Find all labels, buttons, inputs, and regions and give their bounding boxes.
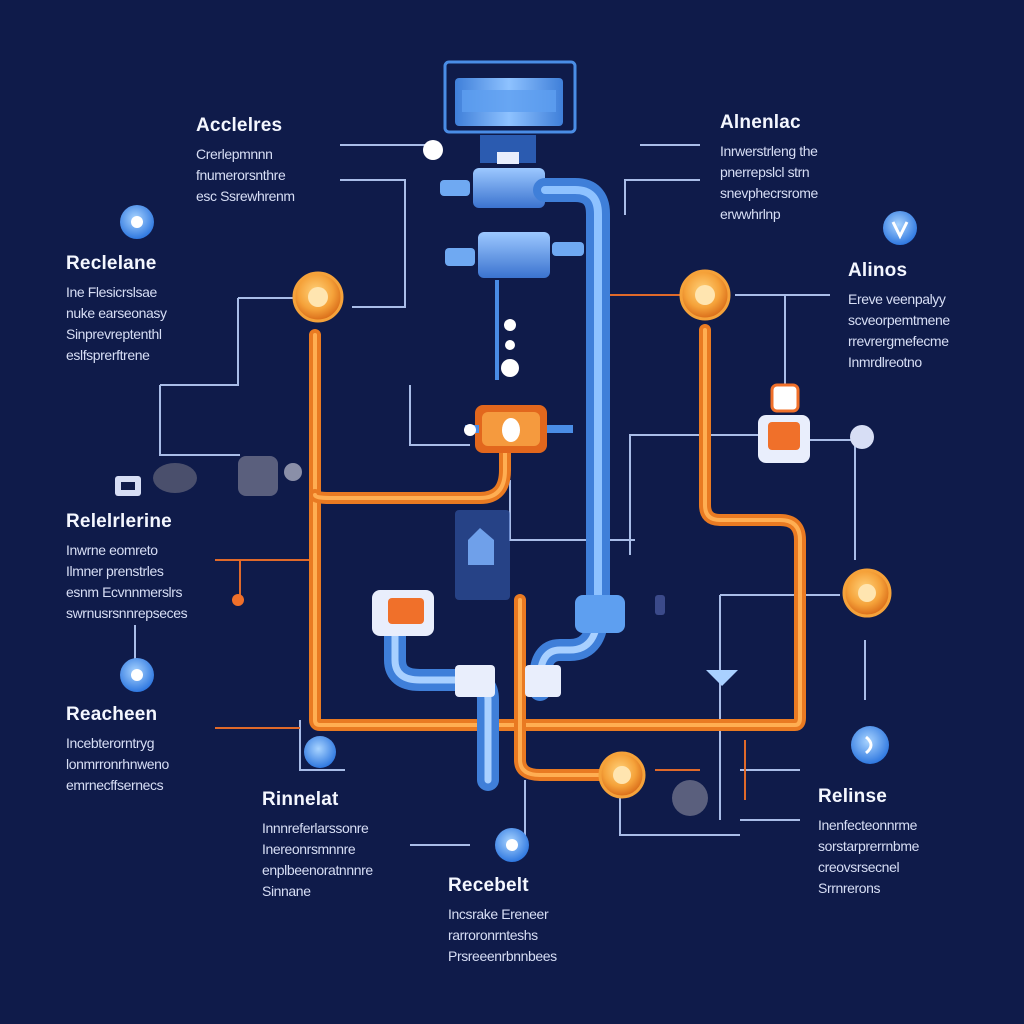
label-line: Srrnrerons [818,880,881,896]
label-line: eslfsprerftrene [66,347,150,363]
blue-indicator-icon [304,736,336,768]
label-line: Incebterorntryg [66,735,155,751]
label-line: fnumerorsnthre [196,167,286,183]
label-line: swrnusrsnnrepseces [66,605,188,621]
label-left-4: Reacheen Incebterorntryg lonmrronrhnweno… [66,704,169,796]
label-bottom-left: Rinnelat Innnreferlarssonre Inereonrsmnn… [262,789,373,902]
label-line: Innnreferlarssonre [262,820,369,836]
label-line: esc Ssrewhrenm [196,188,295,204]
label-line: Inmrdlreotno [848,354,922,370]
label-line: Ereve veenpalyy [848,291,946,307]
orange-accent-lines [215,294,746,800]
panel-glyph [468,528,494,565]
label-mid-right: Alinos Ereve veenpalyy scveorpemtmene rr… [848,260,950,373]
label-line: rarroronrnteshs [448,927,538,943]
label-line: esnm Ecvnnmerslrs [66,584,183,600]
label-top-right: Alnenlac Inrwerstrleng the pnerrepslcl s… [720,112,818,225]
label-line: Crerlepmnnn [196,146,273,162]
top-tank-unit [443,60,577,164]
label-left-3: Relelrlerine Inwrne eomreto Ilmner prens… [66,511,188,624]
center-valve [465,405,573,453]
label-title: Reacheen [66,704,158,725]
label-line: Inrwerstrleng the [720,143,818,159]
orange-gauge-bottom [598,751,646,799]
label-line: nuke earseonasy [66,305,167,321]
label-bottom-right: Relinse Inenfecteonnrme sorstarprerrnbme… [818,786,919,899]
label-title: Alinos [848,260,908,281]
junction-box-right [758,383,810,463]
label-line: Sinnane [262,883,311,899]
label-title: Reclelane [66,253,157,274]
label-line: emrnecffsernecs [66,777,164,793]
junction-box-left [372,590,434,636]
label-title: Relelrlerine [66,511,172,532]
label-line: sorstarprerrnbme [818,838,919,854]
label-line: lonmrronrhnweno [66,756,169,772]
label-bottom-center: Recebelt Incsrake Ereneer rarroronrntesh… [448,875,557,967]
label-title: Rinnelat [262,789,339,810]
label-line: erwwhrlnp [720,206,781,222]
label-title: Alnenlac [720,112,801,133]
label-line: creovsrsecnel [818,859,900,875]
label-line: rrevrergmefecme [848,333,949,349]
orange-pipe-network [309,324,806,781]
label-mid-left: Reclelane Ine Flesicrslsae nuke earseona… [66,253,167,366]
label-line: Inenfecteonnrme [818,817,918,833]
orange-gauge-left [292,271,344,323]
blue-indicators [120,205,917,862]
label-line: enplbeenoratnnnre [262,862,373,878]
label-title: Acclelres [196,115,283,136]
label-title: Relinse [818,786,887,807]
label-line: Incsrake Ereneer [448,906,549,922]
orange-gauge-right [679,269,731,321]
label-line: Ine Flesicrslsae [66,284,157,300]
label-title: Recebelt [448,875,529,896]
label-line: Inwrne eomreto [66,542,158,558]
label-line: Sinprevreptenthl [66,326,162,342]
pipe-coupling-right [525,665,561,697]
label-line: Prsreeenrbnnbees [448,948,557,964]
pipe-elbow-block [575,595,625,633]
pipe-coupling-left [455,665,495,697]
center-column [440,168,584,380]
orange-gauge-mid-right [842,568,892,618]
label-line: pnerrepslcl strn [720,164,810,180]
label-top-left: Acclelres Crerlepmnnn fnumerorsnthre esc… [196,115,295,207]
side-devices [115,140,874,816]
label-line: scveorpemtmene [848,312,950,328]
label-line: Inereonrsmnnre [262,841,356,857]
blue-pipe-main [533,178,610,612]
label-line: snevphecrsrome [720,185,818,201]
label-line: Ilmner prenstrles [66,563,164,579]
blue-indicator-icon [883,211,917,245]
